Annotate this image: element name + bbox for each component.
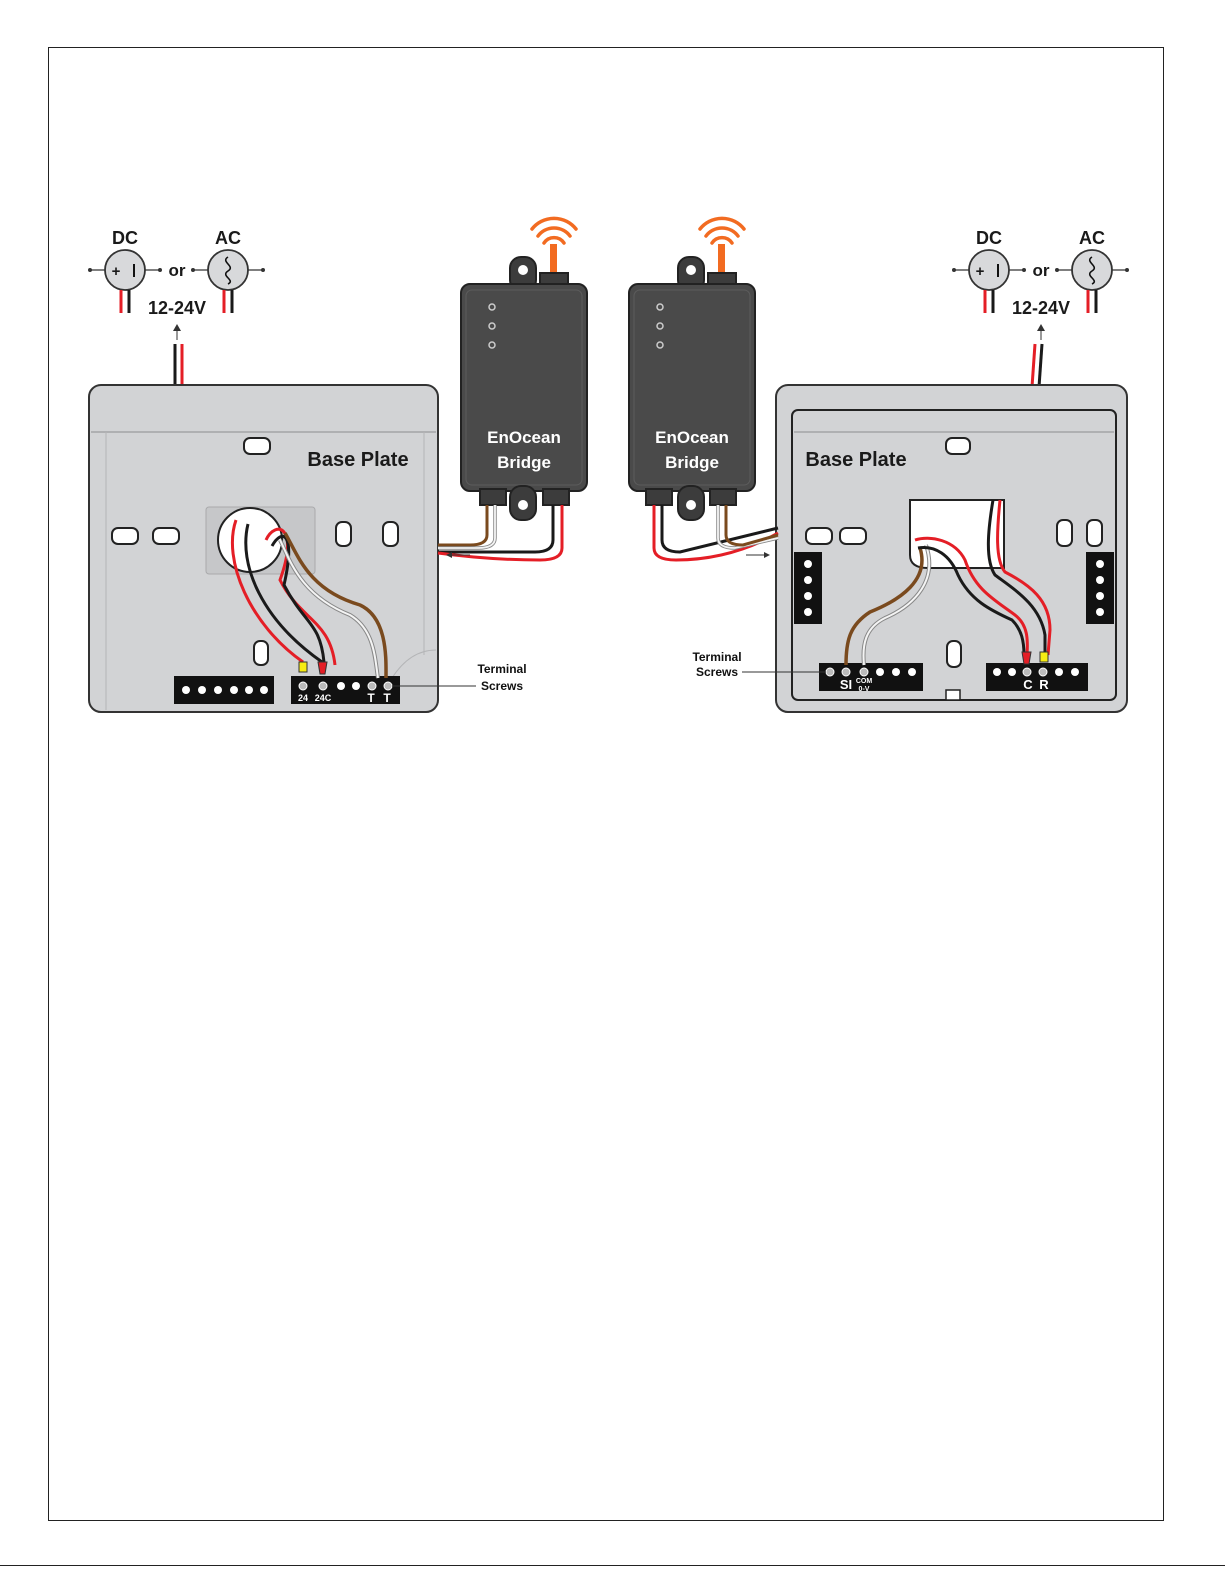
bridge-label-line1: EnOcean (487, 428, 561, 447)
dc-label: DC (976, 228, 1002, 248)
mounting-slot (946, 438, 970, 454)
terminal-screws-label-line2: Screws (481, 679, 523, 693)
or-label: or (169, 261, 186, 280)
bridge-label-line1: EnOcean (655, 428, 729, 447)
dc-label: DC (112, 228, 138, 248)
terminal-label-t1: T (367, 691, 375, 705)
terminal-strip (986, 663, 1088, 691)
bridge-label-line2: Bridge (665, 453, 719, 472)
terminal-screws-label-line1: Terminal (477, 662, 526, 676)
terminal-strip (819, 663, 923, 691)
arrow-right-icon (764, 552, 770, 558)
arrow-up-icon (173, 324, 181, 331)
terminal-screw (319, 682, 327, 690)
terminal-label-ov: 0-V (859, 686, 870, 693)
mounting-slot (806, 528, 832, 544)
base-plate-label: Base Plate (805, 449, 906, 471)
antenna (718, 244, 725, 276)
terminal-screw (842, 668, 850, 676)
terminal-label-24c: 24C (315, 693, 332, 703)
terminal-screw (1023, 668, 1031, 676)
terminal-label-c: C (1023, 677, 1033, 692)
terminal-screw (384, 682, 392, 690)
bridge-label-line2: Bridge (497, 453, 551, 472)
arrow-up-icon (1037, 324, 1045, 331)
voltage-label: 12-24V (148, 298, 206, 318)
terminal-screws-label-line2: Screws (696, 665, 738, 679)
terminal-screw (826, 668, 834, 676)
or-label: or (1033, 261, 1050, 280)
mounting-slot (383, 522, 398, 546)
terminal-label-r: R (1039, 677, 1049, 692)
dc-plus-sign: + (976, 263, 985, 280)
terminal-label-t2: T (383, 691, 391, 705)
mounting-slot (840, 528, 866, 544)
ac-label: AC (1079, 228, 1105, 248)
terminal-label-si: SI (840, 677, 852, 692)
wire-hole (218, 508, 282, 572)
mounting-slot (244, 438, 270, 454)
terminal-screw (368, 682, 376, 690)
dc-plus-sign: + (112, 263, 121, 280)
terminal-screw (299, 682, 307, 690)
ac-label: AC (215, 228, 241, 248)
bottom-notch (946, 690, 960, 700)
antenna (550, 244, 557, 276)
mounting-slot (336, 522, 351, 546)
terminal-screw (1039, 668, 1047, 676)
base-plate-label: Base Plate (307, 449, 408, 471)
mounting-slot (254, 641, 268, 665)
wireless-signal-icon (700, 218, 744, 243)
mounting-slot (1087, 520, 1102, 546)
mounting-slot (1057, 520, 1072, 546)
wireless-signal-icon (532, 218, 576, 243)
mounting-slot (153, 528, 179, 544)
terminal-label-com: COM (856, 678, 873, 685)
right-power-source: DC AC + or 12-24V (952, 228, 1129, 387)
left-base-plate: Base Plate 24 24C T T (89, 385, 438, 712)
mounting-slot (112, 528, 138, 544)
terminal-screw (860, 668, 868, 676)
right-enocean-bridge: EnOcean Bridge (629, 218, 778, 560)
terminal-screws-label-line1: Terminal (692, 650, 741, 664)
left-power-source: DC AC + or 12-24V (88, 228, 265, 387)
left-enocean-bridge: EnOcean Bridge (438, 218, 587, 560)
mounting-slot (947, 641, 961, 667)
terminal-label-24: 24 (298, 693, 308, 703)
voltage-label: 12-24V (1012, 298, 1070, 318)
right-base-plate: Base Plate SI COM 0-V C R (776, 385, 1127, 712)
